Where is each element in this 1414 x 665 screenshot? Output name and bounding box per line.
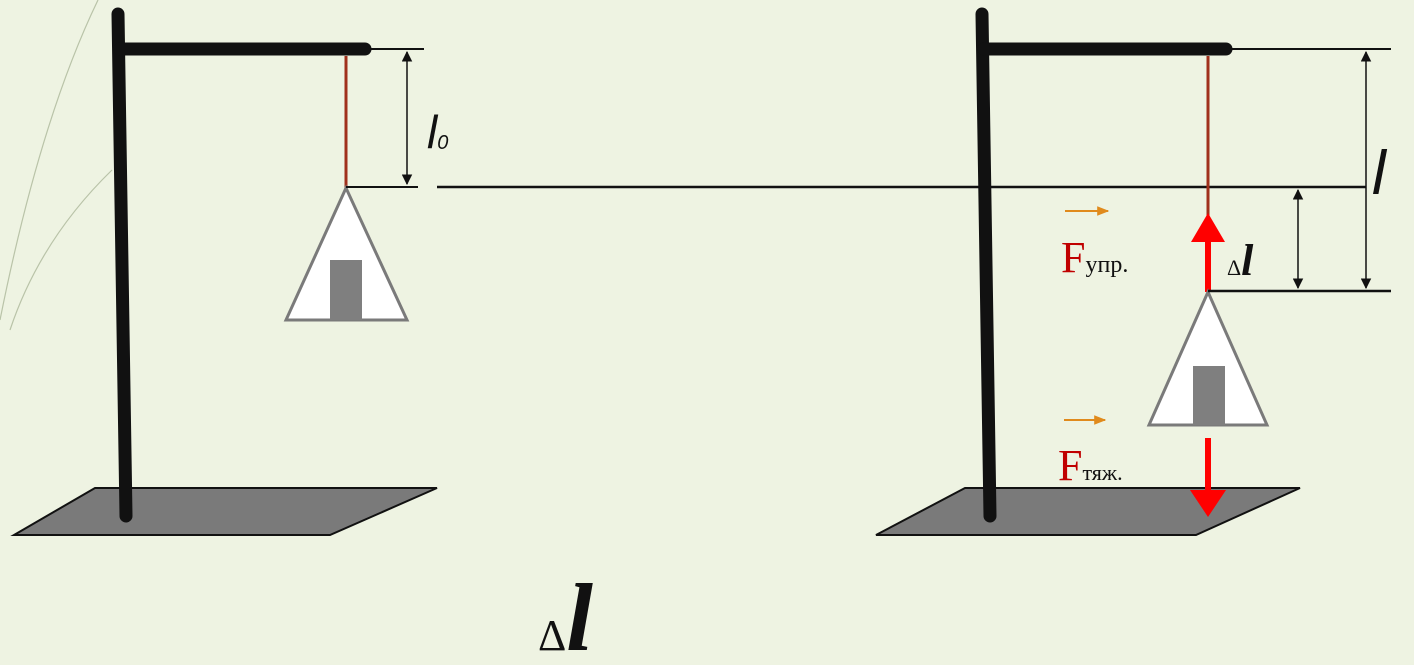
right-base-plate <box>875 487 1301 536</box>
gravity-force-label: Fтяж. <box>1058 441 1123 490</box>
decor-curve-1 <box>0 0 99 321</box>
decorative-curves <box>0 0 113 331</box>
decor-curve-2 <box>9 169 113 331</box>
elastic-force-shaft <box>1205 240 1211 292</box>
bottom-extension-symbol: Δl <box>538 564 593 660</box>
extension-label: Δl <box>1227 236 1254 285</box>
gravity-force-arrowhead <box>1190 490 1226 517</box>
right-stand-pole <box>975 7 997 523</box>
stretched-length-label: l <box>1372 139 1388 208</box>
elastic-force-arrowhead <box>1191 213 1225 242</box>
right-setup: l Δl Fупр. Fтяж. <box>875 7 1391 536</box>
elastic-force-label: Fупр. <box>1061 233 1128 282</box>
left-setup: l0 <box>10 7 448 536</box>
right-weight-block <box>1193 366 1225 425</box>
left-weight-block <box>330 260 362 320</box>
initial-length-label: l0 <box>427 106 448 158</box>
left-stand-pole <box>111 7 133 523</box>
left-base-plate <box>10 487 438 536</box>
gravity-force-shaft <box>1205 438 1211 494</box>
